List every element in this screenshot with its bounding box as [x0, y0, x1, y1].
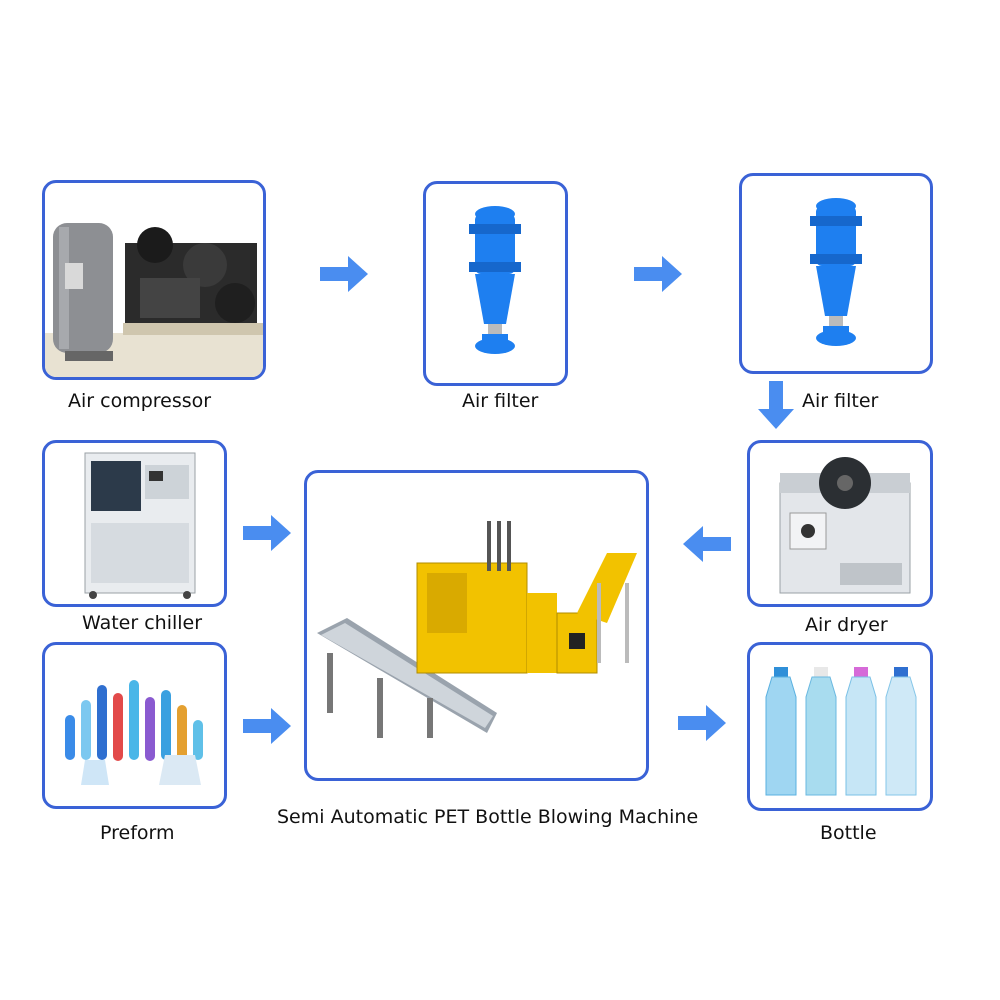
air-filter-label-1: Air filter: [462, 390, 539, 412]
water-chiller-label: Water chiller: [82, 612, 203, 634]
air-filter-box-1: [423, 181, 568, 386]
air-compressor-box: [42, 180, 266, 380]
bottle-box: [747, 642, 933, 811]
preform-icon: [65, 680, 203, 785]
preform-label: Preform: [100, 822, 175, 844]
air-filter-icon: [810, 198, 862, 346]
water-chiller-box: [42, 440, 227, 607]
air-dryer-icon: [779, 457, 911, 594]
bottle-icon: [765, 667, 917, 796]
air-compressor-label: Air compressor: [68, 390, 212, 412]
arrow-icon: [678, 705, 726, 741]
air-compressor-icon: [45, 223, 263, 377]
arrow-icon: [320, 256, 368, 292]
air-dryer-label: Air dryer: [805, 614, 888, 636]
air-filter-label-2: Air filter: [802, 390, 879, 412]
blowing-machine-icon: [317, 521, 637, 738]
arrow-icon: [243, 708, 291, 744]
air-dryer-box: [747, 440, 933, 607]
water-chiller-icon: [84, 452, 196, 599]
blowing-machine-box: [304, 470, 649, 781]
arrow-icon: [758, 381, 794, 429]
arrow-icon: [683, 526, 731, 562]
arrow-icon: [634, 256, 682, 292]
air-filter-icon: [469, 206, 521, 354]
arrow-icon: [243, 515, 291, 551]
preform-box: [42, 642, 227, 809]
machine-label: Semi Automatic PET Bottle Blowing Machin…: [277, 806, 699, 828]
bottle-label: Bottle: [820, 822, 877, 844]
air-filter-box-2: [739, 173, 933, 374]
